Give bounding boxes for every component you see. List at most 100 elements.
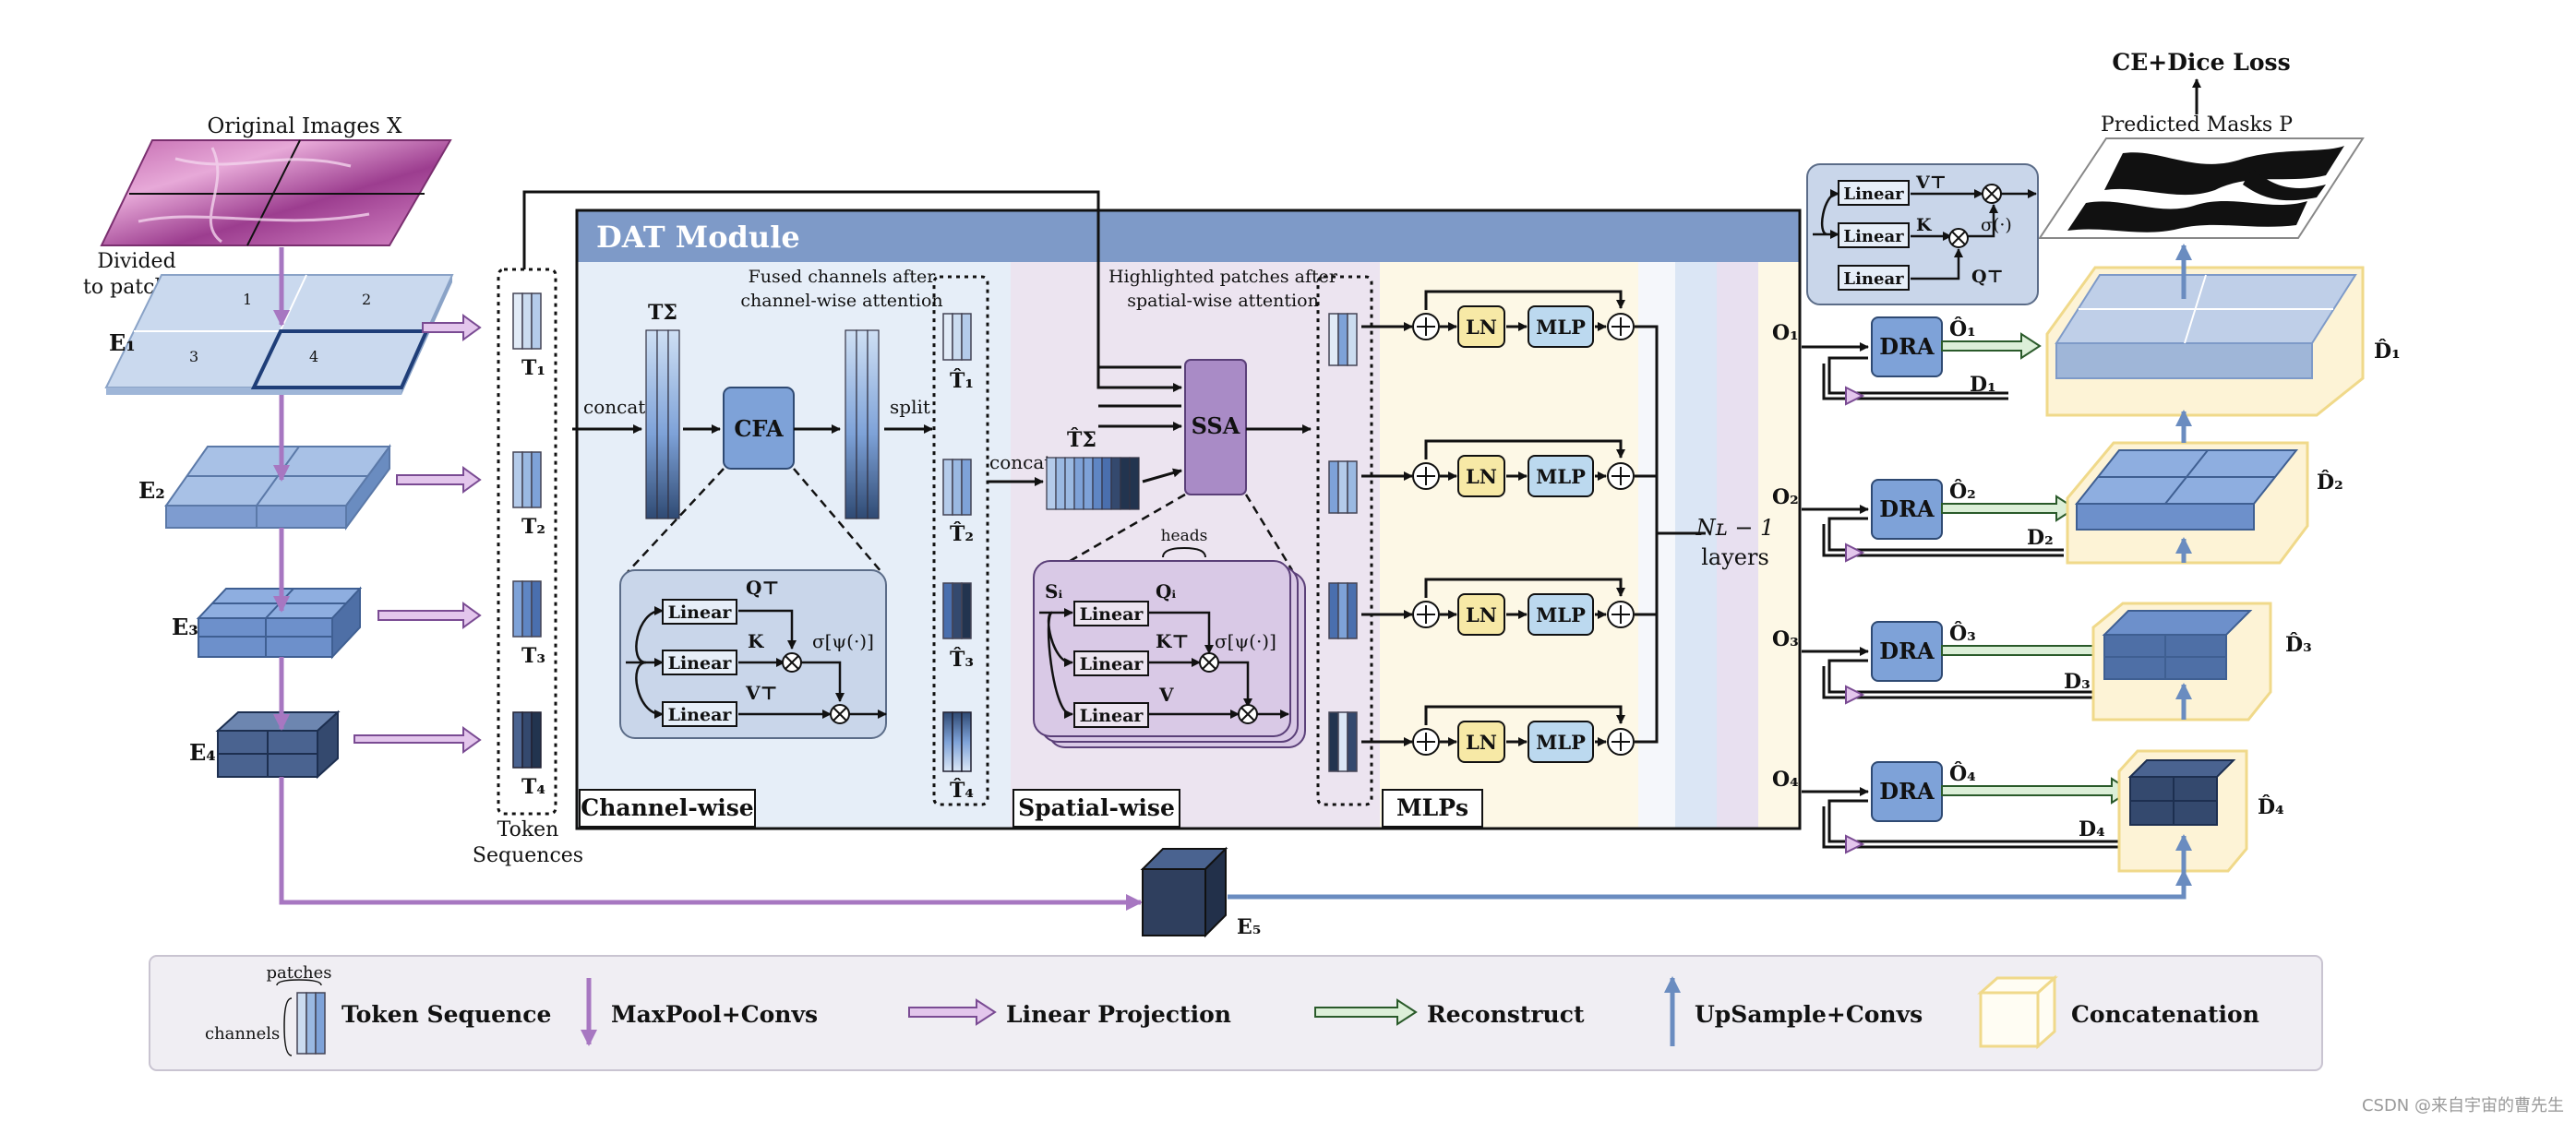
highlighted-label-1: Highlighted patches after bbox=[1108, 267, 1338, 287]
fused-label-1: Fused channels after bbox=[749, 267, 937, 287]
reconstruct-arrows bbox=[1941, 332, 2132, 805]
label-t2: T₂ bbox=[521, 515, 545, 539]
patch-num-1: 1 bbox=[243, 291, 252, 308]
split-label: split bbox=[890, 396, 930, 418]
svg-text:D̂₄: D̂₄ bbox=[2258, 795, 2284, 819]
legend-upsample: UpSample+Convs bbox=[1695, 1001, 1923, 1028]
dra-linear-label-2: Linear bbox=[1843, 227, 1904, 246]
nl-label: Nʟ − 1 bbox=[1695, 515, 1775, 541]
svg-text:O₂: O₂ bbox=[1772, 485, 1799, 509]
ssa-multiply-2-icon bbox=[1240, 707, 1255, 721]
t-hat-sigma-label: T̂Σ bbox=[1067, 428, 1096, 452]
label-t4: T₄ bbox=[521, 775, 545, 799]
t-sigma-stack bbox=[645, 329, 680, 519]
upsample-arrows bbox=[1228, 244, 2192, 900]
predicted-masks-label: Predicted Masks P bbox=[2101, 113, 2293, 137]
original-image-tissue bbox=[100, 139, 452, 246]
label-e4: E₄ bbox=[189, 739, 216, 766]
fused-stack bbox=[845, 329, 880, 519]
mlps-tag bbox=[1382, 789, 1483, 828]
cfa-linear-3 bbox=[662, 701, 737, 727]
patch-num-2: 2 bbox=[362, 291, 371, 308]
feature-block-e4 bbox=[215, 710, 341, 780]
ln-label-3: LN bbox=[1466, 603, 1497, 626]
svg-text:Ô₂: Ô₂ bbox=[1949, 479, 1976, 504]
svg-text:D̂₂: D̂₂ bbox=[2317, 471, 2343, 495]
heads-label: heads bbox=[1161, 527, 1208, 545]
dra-multiply-1-icon bbox=[1984, 186, 1999, 201]
d-hat-block-1 bbox=[2045, 266, 2365, 417]
d-feedback-heads bbox=[1845, 386, 1865, 854]
legend-maxpool: MaxPool+Convs bbox=[611, 1001, 818, 1028]
mlps-label: MLPs bbox=[1396, 794, 1468, 821]
token-t3 bbox=[512, 580, 542, 638]
cfa-linear-2 bbox=[662, 650, 737, 675]
dra-label-4: DRA bbox=[1879, 778, 1935, 805]
svg-text:D₃: D₃ bbox=[2064, 670, 2091, 694]
svg-text:Ô₃: Ô₃ bbox=[1949, 621, 1976, 646]
dra-k: K bbox=[1916, 215, 1933, 235]
predicted-mask bbox=[2038, 137, 2365, 239]
ssa-qi: Qᵢ bbox=[1156, 580, 1176, 602]
legend-patches-label: patches bbox=[266, 963, 331, 983]
legend-patches-brace bbox=[276, 979, 322, 986]
svg-text:D̂₁: D̂₁ bbox=[2374, 340, 2401, 364]
feature-block-e3 bbox=[196, 586, 363, 660]
spatial-wise-tag bbox=[1012, 789, 1180, 828]
legend-channels-brace bbox=[283, 997, 293, 1056]
cfa-k: K bbox=[748, 630, 764, 652]
ssa-v: V bbox=[1158, 684, 1174, 706]
token-t4 bbox=[512, 711, 542, 769]
t-sigma-label: TΣ bbox=[648, 301, 677, 325]
cfa-zoom-line-left bbox=[627, 468, 725, 573]
ssa-si: Sᵢ bbox=[1045, 580, 1062, 602]
mlp-label-2: MLP bbox=[1536, 465, 1586, 488]
d-feedback-lines bbox=[1822, 356, 2132, 849]
ssa-zoom-line-left bbox=[1053, 493, 1186, 572]
t-hat-2 bbox=[942, 459, 972, 516]
cfa-multiply-1-icon bbox=[785, 655, 799, 670]
original-images-label: Original Images X bbox=[208, 114, 403, 138]
ssa-inputs bbox=[1098, 365, 1181, 426]
heads-brace bbox=[1162, 546, 1206, 558]
dra-label-2: DRA bbox=[1879, 495, 1935, 522]
ssa-label: SSA bbox=[1192, 412, 1240, 439]
ssa-linear-3 bbox=[1073, 702, 1149, 728]
ssa-linear-label-1: Linear bbox=[1080, 604, 1144, 625]
concat-label-2: concat bbox=[989, 451, 1051, 473]
o-outputs: O₁ O₂ O₃ O₄ bbox=[1772, 321, 1799, 792]
cfa-label: CFA bbox=[734, 415, 784, 442]
o-hat-labels: Ô₁ Ô₂ Ô₃ Ô₄ bbox=[1949, 316, 1976, 786]
ssa-linear-label-2: Linear bbox=[1080, 654, 1144, 674]
legend-linear-projection: Linear Projection bbox=[1006, 1001, 1231, 1028]
label-e3: E₃ bbox=[172, 614, 198, 640]
highlighted-label-2: spatial-wise attention bbox=[1127, 291, 1319, 311]
dra-detail-lines bbox=[1813, 194, 2037, 280]
layer-stack-1 bbox=[1675, 262, 1717, 829]
t-hat-3 bbox=[942, 582, 972, 639]
svg-text:D₄: D₄ bbox=[2079, 817, 2105, 841]
mlp-label-1: MLP bbox=[1536, 316, 1586, 339]
concat-label-1: concat bbox=[583, 396, 645, 418]
mlp-label-4: MLP bbox=[1536, 731, 1586, 754]
dra-linear-3 bbox=[1838, 265, 1910, 291]
svg-text:O₄: O₄ bbox=[1772, 768, 1799, 792]
dra-linear-1 bbox=[1838, 180, 1910, 206]
t-hat-1 bbox=[942, 313, 972, 361]
cfa-linear-label-3: Linear bbox=[668, 705, 733, 725]
svg-text:O₃: O₃ bbox=[1772, 627, 1799, 651]
dra-linear-label-3: Linear bbox=[1843, 269, 1904, 289]
highlighted-tokens bbox=[1328, 313, 1358, 772]
dra-sigma: σ(·) bbox=[1981, 215, 2012, 235]
cfa-sigma-psi: σ[ψ(·)] bbox=[812, 630, 874, 652]
legend-token-sequence: Token Sequence bbox=[341, 1001, 551, 1028]
t-hat-box bbox=[932, 275, 989, 806]
dra-qT: Q⊤ bbox=[1971, 267, 2004, 287]
ssa-linear-label-3: Linear bbox=[1080, 706, 1144, 726]
ssa-multiply-1-icon bbox=[1202, 655, 1216, 670]
linear-projection-arrows bbox=[353, 314, 482, 754]
bypass-line bbox=[522, 190, 1182, 392]
legend-reconstruct: Reconstruct bbox=[1427, 1001, 1585, 1028]
label-e2: E₂ bbox=[138, 477, 165, 504]
dra-blocks bbox=[1871, 316, 1943, 822]
